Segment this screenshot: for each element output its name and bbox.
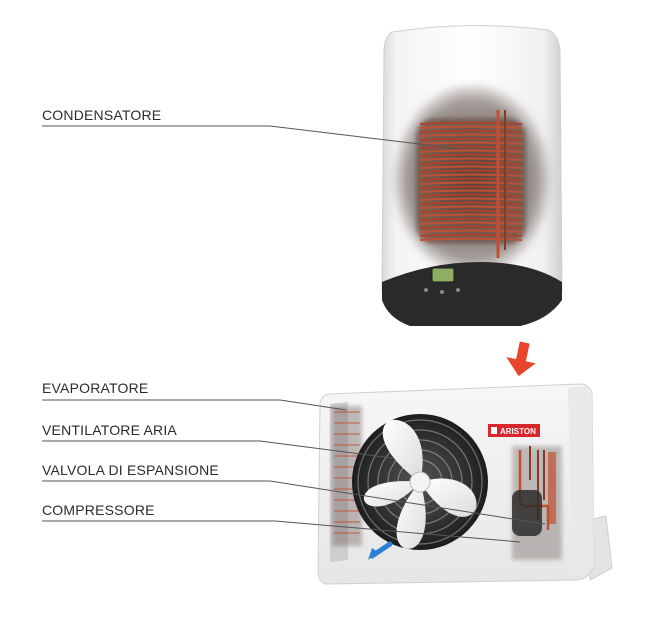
brand-badge: ARISTON — [488, 424, 540, 437]
label-condensatore: CONDENSATORE — [42, 107, 162, 123]
water-heater-tank — [381, 24, 563, 326]
leader-line-ventilatore — [42, 440, 393, 459]
internal-components — [512, 446, 562, 560]
brand-logo-text: ARISTON — [500, 427, 536, 436]
coil-turn — [419, 157, 523, 161]
coil-turn — [419, 125, 523, 129]
grille-ring — [357, 419, 483, 545]
display-screen — [431, 267, 455, 283]
coil-turn — [419, 177, 523, 181]
coil-turn — [419, 189, 523, 193]
panel-button — [424, 288, 428, 292]
coil-turn — [419, 153, 523, 157]
coil-turn — [419, 221, 523, 225]
coil-turn — [419, 225, 523, 229]
flow-arrow-blue — [368, 541, 393, 560]
flow-arrow-down-red — [506, 341, 536, 377]
coil-turn — [419, 169, 523, 173]
coil-turn — [419, 173, 523, 177]
coil-turn — [419, 217, 523, 221]
label-evaporatore: EVAPORATORE — [42, 380, 149, 396]
coil-turn — [419, 193, 523, 197]
label-ventilatore-aria: VENTILATORE ARIA — [42, 422, 177, 438]
coil-turn — [419, 213, 523, 217]
coil-turn — [419, 209, 523, 213]
coil-turn — [419, 185, 523, 189]
coil-turn — [419, 229, 523, 233]
label-valvola-di-espansione: VALVOLA DI ESPANSIONE — [42, 462, 219, 478]
compressor — [512, 490, 542, 536]
coil-turn — [419, 201, 523, 205]
control-panel — [382, 262, 562, 326]
coil-turn — [419, 137, 523, 141]
panel-button — [440, 290, 444, 294]
coil-turn — [419, 141, 523, 145]
outdoor-unit: ARISTON — [317, 383, 613, 585]
label-compressore: COMPRESSORE — [42, 502, 155, 518]
leader-line-condensatore — [42, 125, 454, 149]
coil-turn — [419, 161, 523, 165]
coil-turn — [419, 145, 523, 149]
coil-turn — [419, 197, 523, 201]
coil-turn — [419, 237, 523, 241]
panel-button — [456, 288, 460, 292]
coil-turn — [419, 149, 523, 153]
coil-turn — [419, 165, 523, 169]
coil-turn — [419, 121, 523, 125]
leader-line-evaporatore — [42, 399, 347, 411]
coil-turn — [419, 129, 523, 133]
leader-lines — [42, 125, 546, 543]
coil-turn — [419, 205, 523, 209]
coil-turn — [419, 233, 523, 237]
leader-line-valvola — [42, 480, 546, 525]
coil-turn — [419, 133, 523, 137]
condenser-coil — [416, 110, 526, 258]
coil-turn — [419, 181, 523, 185]
leader-line-compressore — [42, 520, 521, 543]
